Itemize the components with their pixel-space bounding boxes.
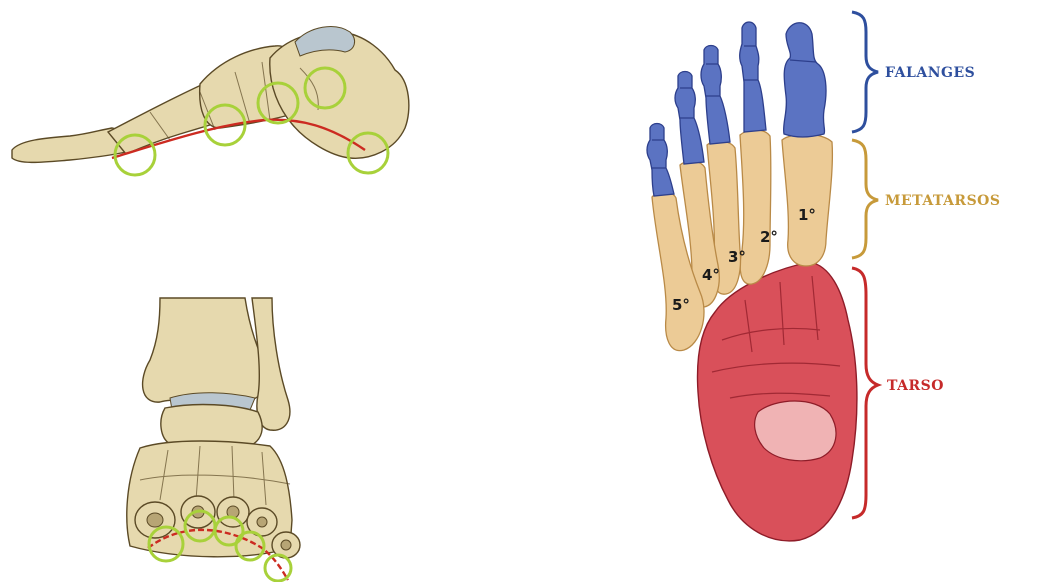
tarsus-annotation: TARSO — [852, 268, 944, 518]
phalanx-2 — [740, 22, 766, 132]
phalanges-brace — [852, 12, 878, 132]
phalanges-annotation: FALANGES — [852, 12, 975, 132]
metatarsal-number-3: 3° — [728, 248, 746, 266]
phalanx-3 — [701, 46, 730, 145]
metatarsal-number-5: 5° — [672, 296, 690, 314]
anterior-metatarsal-section — [281, 540, 291, 550]
tarsus-bones — [698, 262, 857, 541]
anterior-metatarsal-section — [147, 513, 163, 527]
phalanx-5 — [647, 124, 674, 197]
anterior-foot-view — [127, 298, 300, 581]
metatarsal-number-4: 4° — [702, 266, 720, 284]
lateral-foot-view — [12, 27, 409, 175]
metatarsal-number-2: 2° — [760, 228, 778, 246]
anterior-tibia — [143, 298, 269, 402]
anterior-highlight-circle — [265, 555, 291, 581]
phalanx-1 — [784, 23, 826, 137]
phalanges-label: FALANGES — [885, 65, 975, 81]
metatarsal-1 — [782, 134, 832, 266]
metatarsals-label: METATARSOS — [885, 193, 1000, 209]
metatarsal-number-1: 1° — [798, 206, 816, 224]
tarsus-label: TARSO — [887, 378, 944, 394]
anterior-metatarsal-section — [257, 517, 267, 527]
metatarsals-brace — [852, 140, 878, 258]
dorsal-foot-view: 1° 2° 3° 4° 5° — [647, 22, 857, 541]
metatarsals-annotation: METATARSOS — [852, 140, 1000, 258]
